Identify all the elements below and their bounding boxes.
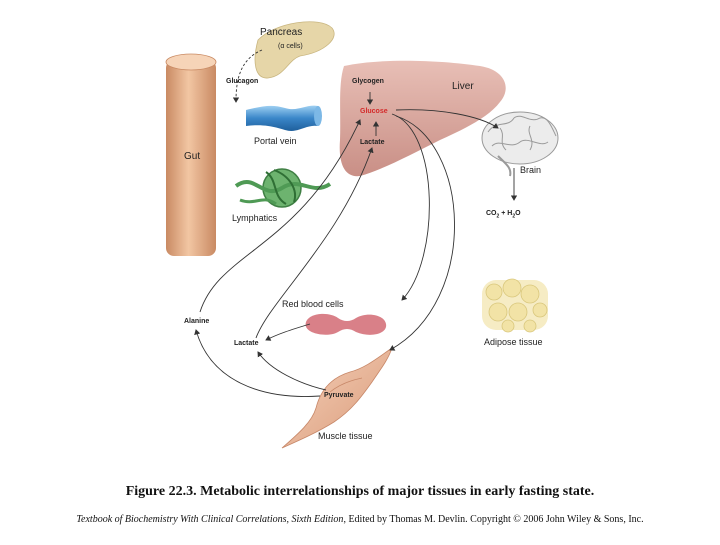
h2o-o-text: O (515, 210, 521, 217)
gut-label: Gut (184, 151, 201, 162)
pyruvate-label: Pyruvate (324, 392, 354, 399)
gut-top (165, 53, 217, 71)
alpha-cells-label: (α cells) (278, 43, 303, 50)
lactate-liver-label: Lactate (360, 139, 385, 146)
arrow-rbc-lactate (265, 323, 311, 341)
muscle-shape (281, 347, 393, 449)
arrow-alanine-liver (199, 119, 361, 313)
lymphatics-shape (234, 168, 332, 208)
glucagon-label: Glucagon (226, 78, 259, 85)
credit-rest: , Edited by Thomas M. Devlin. Copyright … (343, 514, 644, 525)
lymphatics-label: Lymphatics (232, 213, 278, 223)
pancreas-shape (254, 21, 335, 79)
rbc-label: Red blood cells (282, 299, 344, 309)
arrow-pyruvate-alanine (194, 329, 321, 397)
book-title: Textbook of Biochemistry With Clinical C… (76, 514, 344, 525)
pancreas-label: Pancreas (260, 27, 303, 38)
co2-h2o-label: CO2 + H2O (486, 210, 521, 219)
muscle-tissue-label: Muscle tissue (318, 431, 373, 441)
arrow-pyruvate-lactate (257, 351, 327, 391)
lactate-muscle-label: Lactate (234, 340, 259, 347)
gut-shape (166, 60, 216, 256)
plus-h-text: + H (499, 210, 513, 217)
adipose-label: Adipose tissue (484, 337, 543, 347)
adipose-shape (482, 278, 548, 333)
brain-label: Brain (520, 165, 542, 175)
co2-text: CO (486, 210, 497, 217)
figure-caption: Figure 22.3. Metabolic interrelationship… (125, 484, 595, 499)
brain-shape (481, 111, 559, 177)
arrow-glucose-brain (395, 109, 499, 129)
glucose-label: Glucose (360, 108, 388, 115)
portal-vein-label: Portal vein (254, 136, 297, 146)
arrow-glucose-muscle (389, 115, 455, 351)
arrow-glucose-rbc (391, 113, 430, 301)
rbc-shape (305, 313, 387, 335)
liver-shape (339, 60, 506, 177)
figure-credit: Textbook of Biochemistry With Clinical C… (0, 514, 720, 525)
arrow-lactate-liver (255, 147, 374, 339)
h2o-subscript: 2 (512, 213, 516, 220)
alanine-label: Alanine (184, 318, 210, 325)
co2-subscript: 2 (496, 213, 500, 220)
portal-vein-end (314, 106, 322, 126)
portal-vein-shape (246, 105, 318, 131)
arrow-glucagon (232, 49, 263, 103)
glycogen-label: Glycogen (352, 78, 384, 85)
pathway-arrows (194, 49, 518, 397)
liver-label: Liver (452, 81, 474, 92)
